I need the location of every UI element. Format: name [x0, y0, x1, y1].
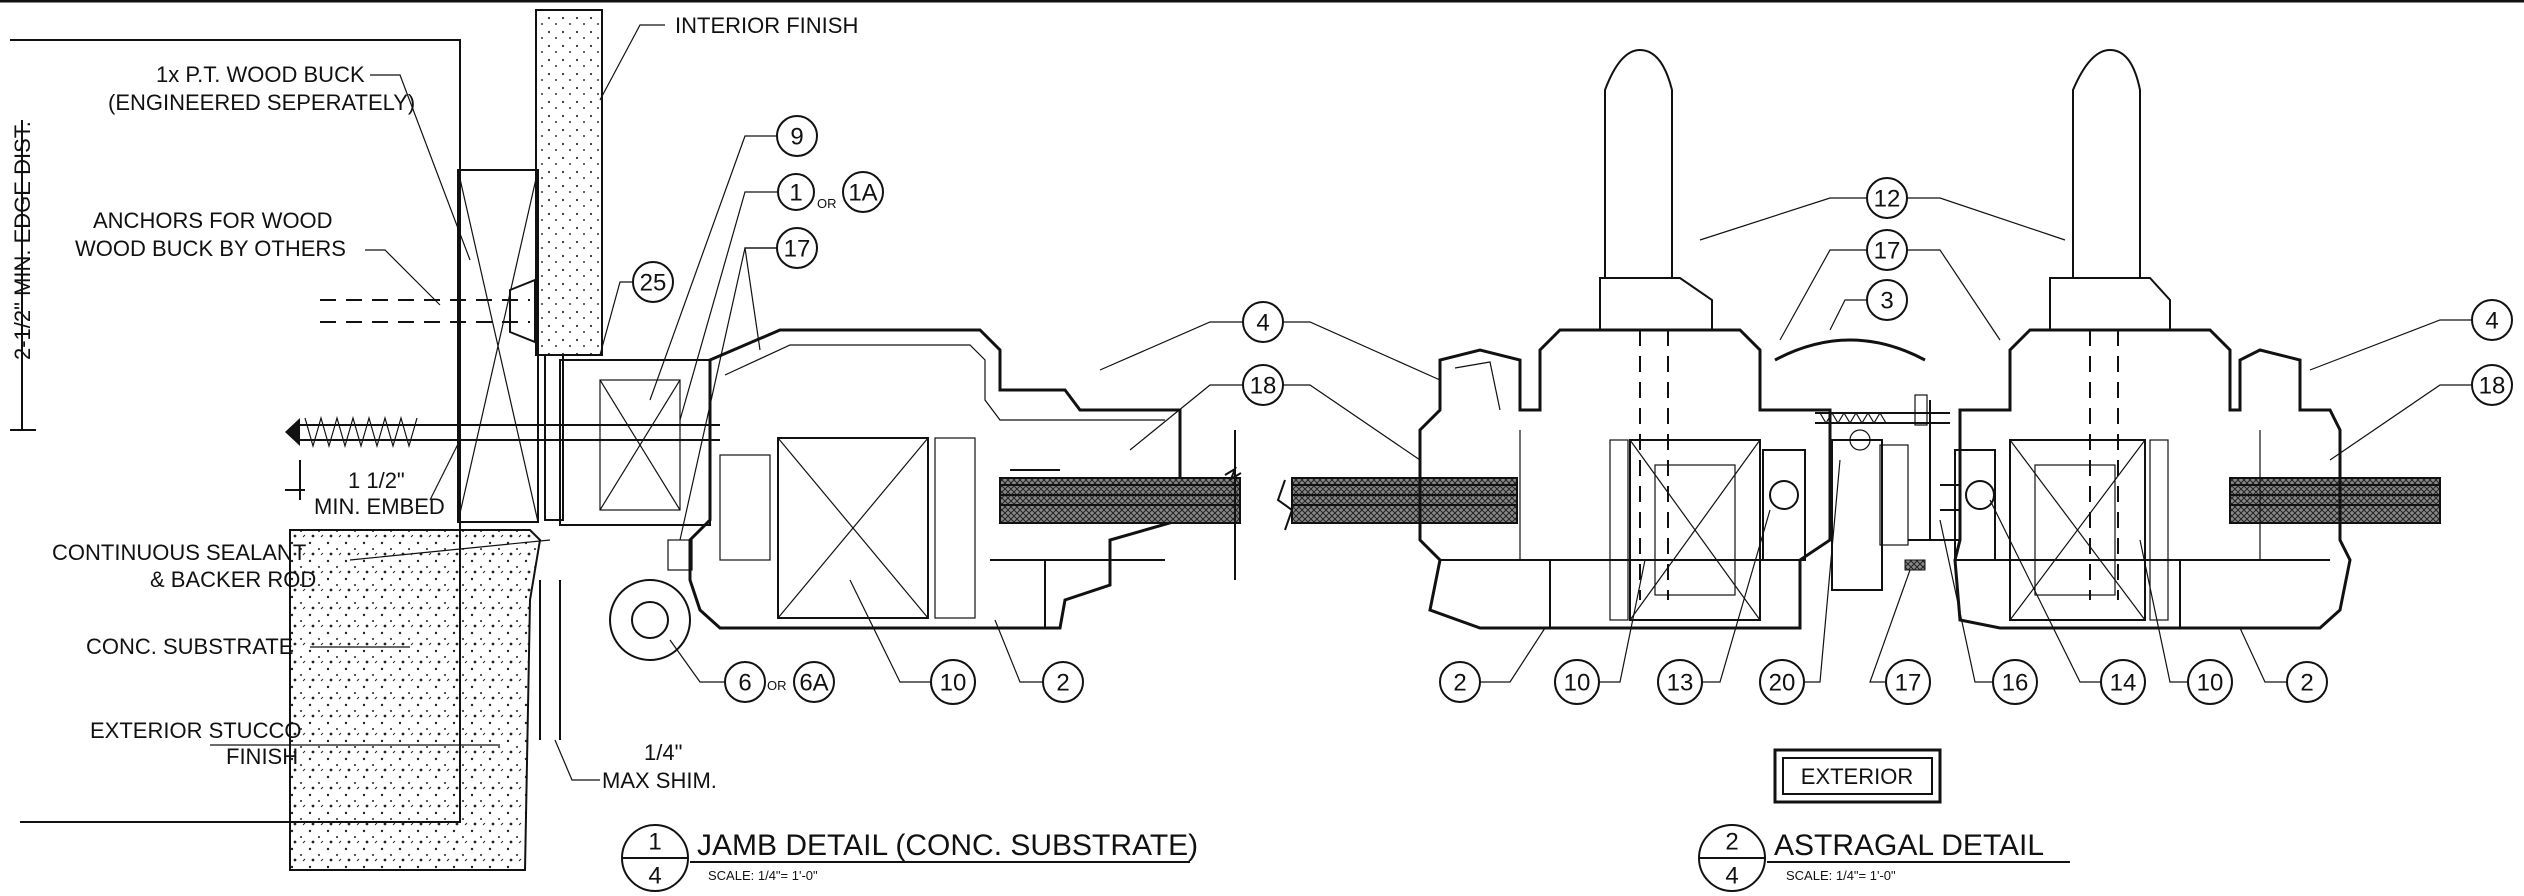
callout-16: 16: [2002, 670, 2029, 697]
left-handle: [1604, 48, 1673, 279]
label-shim-1: 1/4": [644, 740, 682, 765]
left-leaf-profile: [1418, 48, 1832, 630]
callout-13: 13: [1667, 670, 1694, 697]
astragal-center: [1774, 338, 1960, 591]
label-edge-dist: 2-1/2" MIN. EDGE DIST.: [10, 121, 35, 360]
label-sealant-1: CONTINUOUS SEALANT: [52, 540, 306, 565]
wood-buck-anchor: [320, 278, 536, 344]
astragal-title-num: 2: [1725, 829, 1738, 856]
callout-1: 1: [789, 180, 802, 207]
right-handle: [2072, 48, 2141, 279]
interior-finish-wall: [535, 9, 603, 356]
label-stucco-2: FINISH: [226, 744, 298, 769]
callout-4-right: 4: [2485, 308, 2498, 335]
label-anchors-2: WOOD BUCK BY OTHERS: [75, 236, 346, 261]
callout-14: 14: [2110, 670, 2137, 697]
callout-9: 9: [790, 124, 803, 151]
callout-18-right: 18: [2479, 373, 2506, 400]
jamb-title-num: 1: [648, 829, 661, 856]
jamb-frame-profile: [559, 328, 1242, 661]
astragal-title-block: 2 4 ASTRAGAL DETAIL SCALE: 1/4"= 1'-0": [1698, 824, 2070, 892]
callout-10: 10: [940, 670, 967, 697]
callout-6a: 6A: [799, 670, 828, 697]
label-sealant-2: & BACKER ROD: [150, 567, 316, 592]
astragal-title-scale: SCALE: 1/4"= 1'-0": [1786, 868, 1896, 883]
callout-17: 17: [784, 236, 811, 263]
exterior-tag: EXTERIOR: [1773, 748, 1942, 804]
label-wood-buck-2: (ENGINEERED SEPERATELY): [108, 90, 415, 115]
callout-b10-right: 10: [2197, 670, 2224, 697]
callout-or-2: OR: [767, 678, 787, 693]
callout-25: 25: [640, 270, 667, 297]
callout-1a: 1A: [848, 180, 877, 207]
callout-2: 2: [1056, 670, 1069, 697]
callout-b2-right: 2: [2300, 670, 2313, 697]
label-shim-2: MAX SHIM.: [602, 768, 717, 793]
concrete-substrate: [20, 39, 461, 823]
shim: [544, 354, 564, 521]
label-interior-finish: INTERIOR FINISH: [675, 13, 858, 38]
astragal-detail: 12 17 3 4 18 4 18 2: [1099, 48, 2513, 892]
label-substrate: CONC. SUBSTRATE: [86, 634, 293, 659]
exterior-stucco: [289, 529, 542, 871]
anchor-screw: [285, 415, 720, 449]
jamb-title-sheet: 4: [648, 863, 661, 890]
astragal-title-sheet: 4: [1725, 863, 1738, 890]
callout-20: 20: [1769, 670, 1796, 697]
jamb-title-scale: SCALE: 1/4"= 1'-0": [708, 868, 818, 883]
label-embed-1: 1 1/2": [348, 468, 405, 493]
callout-3: 3: [1880, 288, 1893, 315]
callout-12: 12: [1874, 186, 1901, 213]
label-stucco-1: EXTERIOR STUCCO: [90, 718, 301, 743]
callout-b2-left: 2: [1453, 670, 1466, 697]
astragal-callouts: 12 17 3 4 18 4 18 2: [1099, 177, 2513, 705]
right-leaf-profile: [1940, 48, 2352, 630]
jamb-callouts: 9 1 OR 1A 17 25 6 OR 6A 10 2: [599, 115, 1084, 705]
jamb-title-name: JAMB DETAIL (CONC. SUBSTRATE): [697, 829, 1198, 862]
label-embed-2: MIN. EMBED: [314, 494, 445, 519]
callout-b17: 17: [1895, 670, 1922, 697]
astragal-title-name: ASTRAGAL DETAIL: [1774, 829, 2044, 862]
jamb-labels: 1x P.T. WOOD BUCK (ENGINEERED SEPERATELY…: [10, 13, 858, 793]
callout-b10-left: 10: [1564, 670, 1591, 697]
callout-17-top: 17: [1874, 238, 1901, 265]
exterior-label: EXTERIOR: [1801, 764, 1913, 789]
callout-18-left: 18: [1250, 373, 1277, 400]
callout-or-1: OR: [817, 196, 837, 211]
jamb-detail: 9 1 OR 1A 17 25 6 OR 6A 10 2: [10, 9, 1242, 892]
label-anchors-1: ANCHORS FOR WOOD: [93, 208, 333, 233]
wood-buck: [457, 169, 539, 523]
callout-4-left: 4: [1256, 310, 1269, 337]
callout-6: 6: [738, 670, 751, 697]
jamb-title-block: 1 4 JAMB DETAIL (CONC. SUBSTRATE) SCALE:…: [621, 824, 1198, 892]
label-wood-buck-1: 1x P.T. WOOD BUCK: [156, 62, 365, 87]
